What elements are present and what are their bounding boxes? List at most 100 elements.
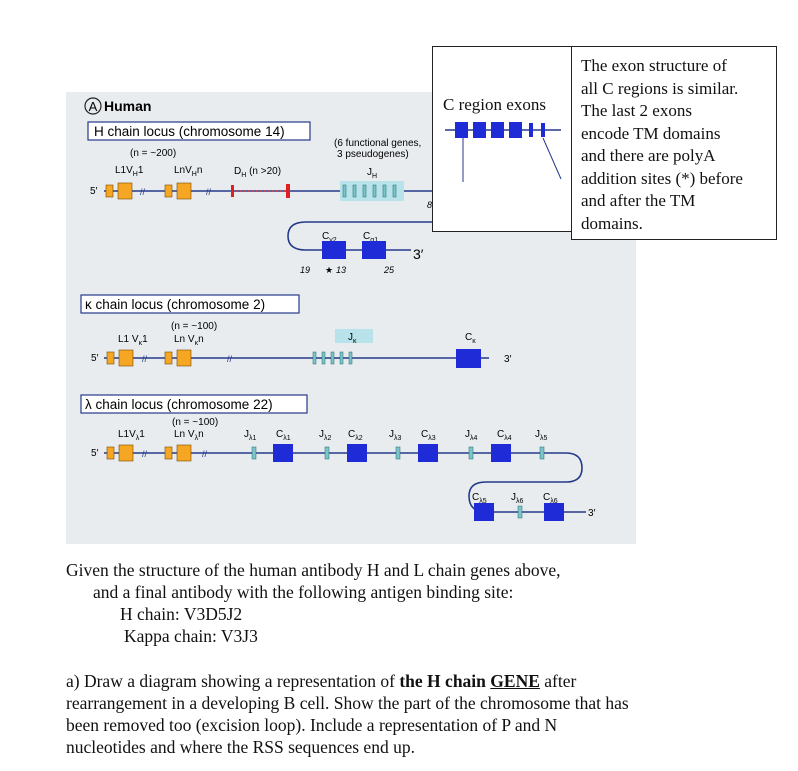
h-j-segment-3 bbox=[362, 184, 367, 198]
h-j-label: JH bbox=[367, 167, 377, 180]
h-c-alpha1-exon bbox=[362, 241, 386, 259]
c-region-connector-right bbox=[542, 137, 562, 180]
h-j-segment-5 bbox=[382, 184, 387, 198]
h-loop-distance-2: 13 bbox=[336, 265, 346, 275]
c-region-exon-4 bbox=[509, 122, 522, 138]
kappa-v-exon-n bbox=[176, 349, 192, 367]
part-a-line-4: nucleotides and where the RSS sequences … bbox=[66, 737, 415, 757]
h-d-segment-1 bbox=[231, 185, 234, 197]
lambda-v-last-label: Ln Vλn bbox=[174, 429, 204, 442]
h-three-prime: 3′ bbox=[413, 246, 424, 262]
lambda-c1-exon bbox=[273, 444, 293, 462]
h-j-segment-2 bbox=[352, 184, 357, 198]
h-j-segment-6 bbox=[392, 184, 397, 198]
locus-diagram: A Human H chain locus (chromosome 14) (n… bbox=[80, 97, 596, 521]
note-line-4: encode TM domains bbox=[581, 123, 721, 143]
h-loop-distance-3: 25 bbox=[383, 265, 395, 275]
kappa-c-exon bbox=[456, 349, 481, 368]
kappa-v-first-label: L1 Vκ1 bbox=[118, 334, 148, 347]
lambda-break-mark-2: // bbox=[202, 449, 208, 459]
lambda-top-label-5: Jλ3 bbox=[389, 429, 402, 442]
c-region-tm-exon-1 bbox=[529, 123, 533, 137]
kappa-v-exon-1 bbox=[118, 349, 134, 367]
part-a-pre: a) Draw a diagram showing a representati… bbox=[66, 671, 400, 691]
lambda-v-first-label: L1Vλ1 bbox=[118, 429, 145, 442]
kappa-v-count: (n = ~100) bbox=[171, 321, 217, 332]
kappa-break-mark-2: // bbox=[227, 354, 233, 364]
part-a-line-2: rearrangement in a developing B cell. Sh… bbox=[66, 693, 629, 713]
h-loop-distance-1: 19 bbox=[300, 265, 310, 275]
question-kappa-chain: Kappa chain: V3J3 bbox=[124, 626, 258, 646]
lambda-v-exon-1 bbox=[118, 444, 134, 462]
h-leader-exon-1 bbox=[105, 184, 114, 198]
h-v-exon-n bbox=[176, 182, 192, 200]
note-line-2: all C regions is similar. bbox=[581, 78, 739, 98]
lambda-top-label-2: Cλ1 bbox=[276, 429, 291, 442]
h-loop-star: ★ bbox=[325, 265, 333, 275]
kappa-locus-title: κ chain locus (chromosome 2) bbox=[85, 297, 265, 312]
lambda-j4-segment bbox=[468, 446, 474, 460]
lambda-c5-exon bbox=[474, 503, 494, 521]
c-region-exons-diagram bbox=[445, 122, 562, 182]
kappa-break-mark-1: // bbox=[142, 354, 148, 364]
c-region-exon-3 bbox=[491, 122, 504, 138]
kappa-v-last-label: Ln Vκn bbox=[174, 334, 204, 347]
lambda-j3-segment bbox=[395, 446, 401, 460]
lambda-top-label-6: Cλ3 bbox=[421, 429, 436, 442]
h-v-exon-1 bbox=[117, 182, 133, 200]
part-a-bold: the H chain bbox=[399, 671, 491, 691]
kappa-locus-title-box bbox=[80, 294, 300, 314]
h-locus-title: H chain locus (chromosome 14) bbox=[94, 124, 285, 139]
lambda-c2-exon bbox=[347, 444, 367, 462]
lambda-bottom-labels: Cλ5 Jλ6 Cλ6 bbox=[472, 492, 558, 505]
note-line-8: domains. bbox=[581, 213, 643, 233]
lambda-bottom-label-2: Jλ6 bbox=[511, 492, 524, 505]
part-a-line-1: a) Draw a diagram showing a representati… bbox=[66, 670, 576, 692]
lambda-c6-exon bbox=[544, 503, 564, 521]
lambda-bottom-label-3: Cλ6 bbox=[543, 492, 558, 505]
lambda-v-exon-n bbox=[176, 444, 192, 462]
lambda-j2-segment bbox=[324, 446, 330, 460]
h-j-note-2: 3 pseudogenes) bbox=[337, 149, 409, 160]
question-intro-1: Given the structure of the human antibod… bbox=[66, 560, 561, 580]
h-d-label: DH (n >20) bbox=[234, 166, 281, 179]
part-a-line-3: been removed too (excision loop). Includ… bbox=[66, 715, 558, 735]
h-locus-title-box bbox=[87, 121, 311, 141]
lambda-locus-title-box bbox=[80, 394, 308, 414]
lambda-top-labels: Jλ1 Cλ1 Jλ2 Cλ2 Jλ3 Cλ3 Jλ4 Cλ4 Jλ5 bbox=[244, 429, 548, 442]
c-region-exon-1 bbox=[455, 122, 468, 138]
kappa-leader-exon-1 bbox=[106, 351, 115, 365]
lambda-top-label-4: Cλ2 bbox=[348, 429, 363, 442]
h-break-mark-1: // bbox=[140, 187, 146, 197]
c-region-tm-exon-2 bbox=[541, 123, 545, 137]
lambda-leader-exon-1 bbox=[106, 446, 115, 460]
h-d-segment-n bbox=[286, 184, 290, 198]
lambda-five-prime: 5′ bbox=[91, 448, 99, 459]
kappa-c-label: Cκ bbox=[465, 332, 476, 345]
lambda-three-prime: 3′ bbox=[588, 508, 596, 519]
h-c-gamma2-exon bbox=[322, 241, 346, 259]
lambda-top-label-9: Jλ5 bbox=[535, 429, 548, 442]
c-region-exon-2 bbox=[473, 122, 486, 138]
lambda-locus-title: λ chain locus (chromosome 22) bbox=[85, 397, 273, 412]
c-region-exons-label: C region exons bbox=[443, 95, 546, 114]
kappa-j-label: Jκ bbox=[348, 332, 357, 345]
kappa-j-segment-3 bbox=[330, 351, 335, 365]
lambda-j5-segment bbox=[539, 446, 545, 460]
panel-letter-circle bbox=[84, 97, 102, 115]
lambda-v-count: (n = ~100) bbox=[172, 417, 218, 428]
lambda-locus-loop-line bbox=[468, 452, 586, 513]
question-h-chain: H chain: V3D5J2 bbox=[120, 604, 243, 624]
h-j-segment-1 bbox=[342, 184, 347, 198]
lambda-top-label-7: Jλ4 bbox=[465, 429, 478, 442]
lambda-top-label-8: Cλ4 bbox=[497, 429, 512, 442]
kappa-three-prime: 3′ bbox=[504, 354, 512, 365]
h-c-gamma2-label: Cγ2 bbox=[322, 231, 337, 244]
lambda-c4-exon bbox=[491, 444, 511, 462]
panel-letter: A bbox=[89, 99, 98, 114]
kappa-j-segment-1 bbox=[312, 351, 317, 365]
lambda-j6-segment bbox=[517, 505, 523, 519]
note-line-6: addition sites (*) before bbox=[581, 168, 743, 188]
h-five-prime: 5′ bbox=[90, 186, 98, 197]
part-a-post: after bbox=[539, 671, 577, 691]
